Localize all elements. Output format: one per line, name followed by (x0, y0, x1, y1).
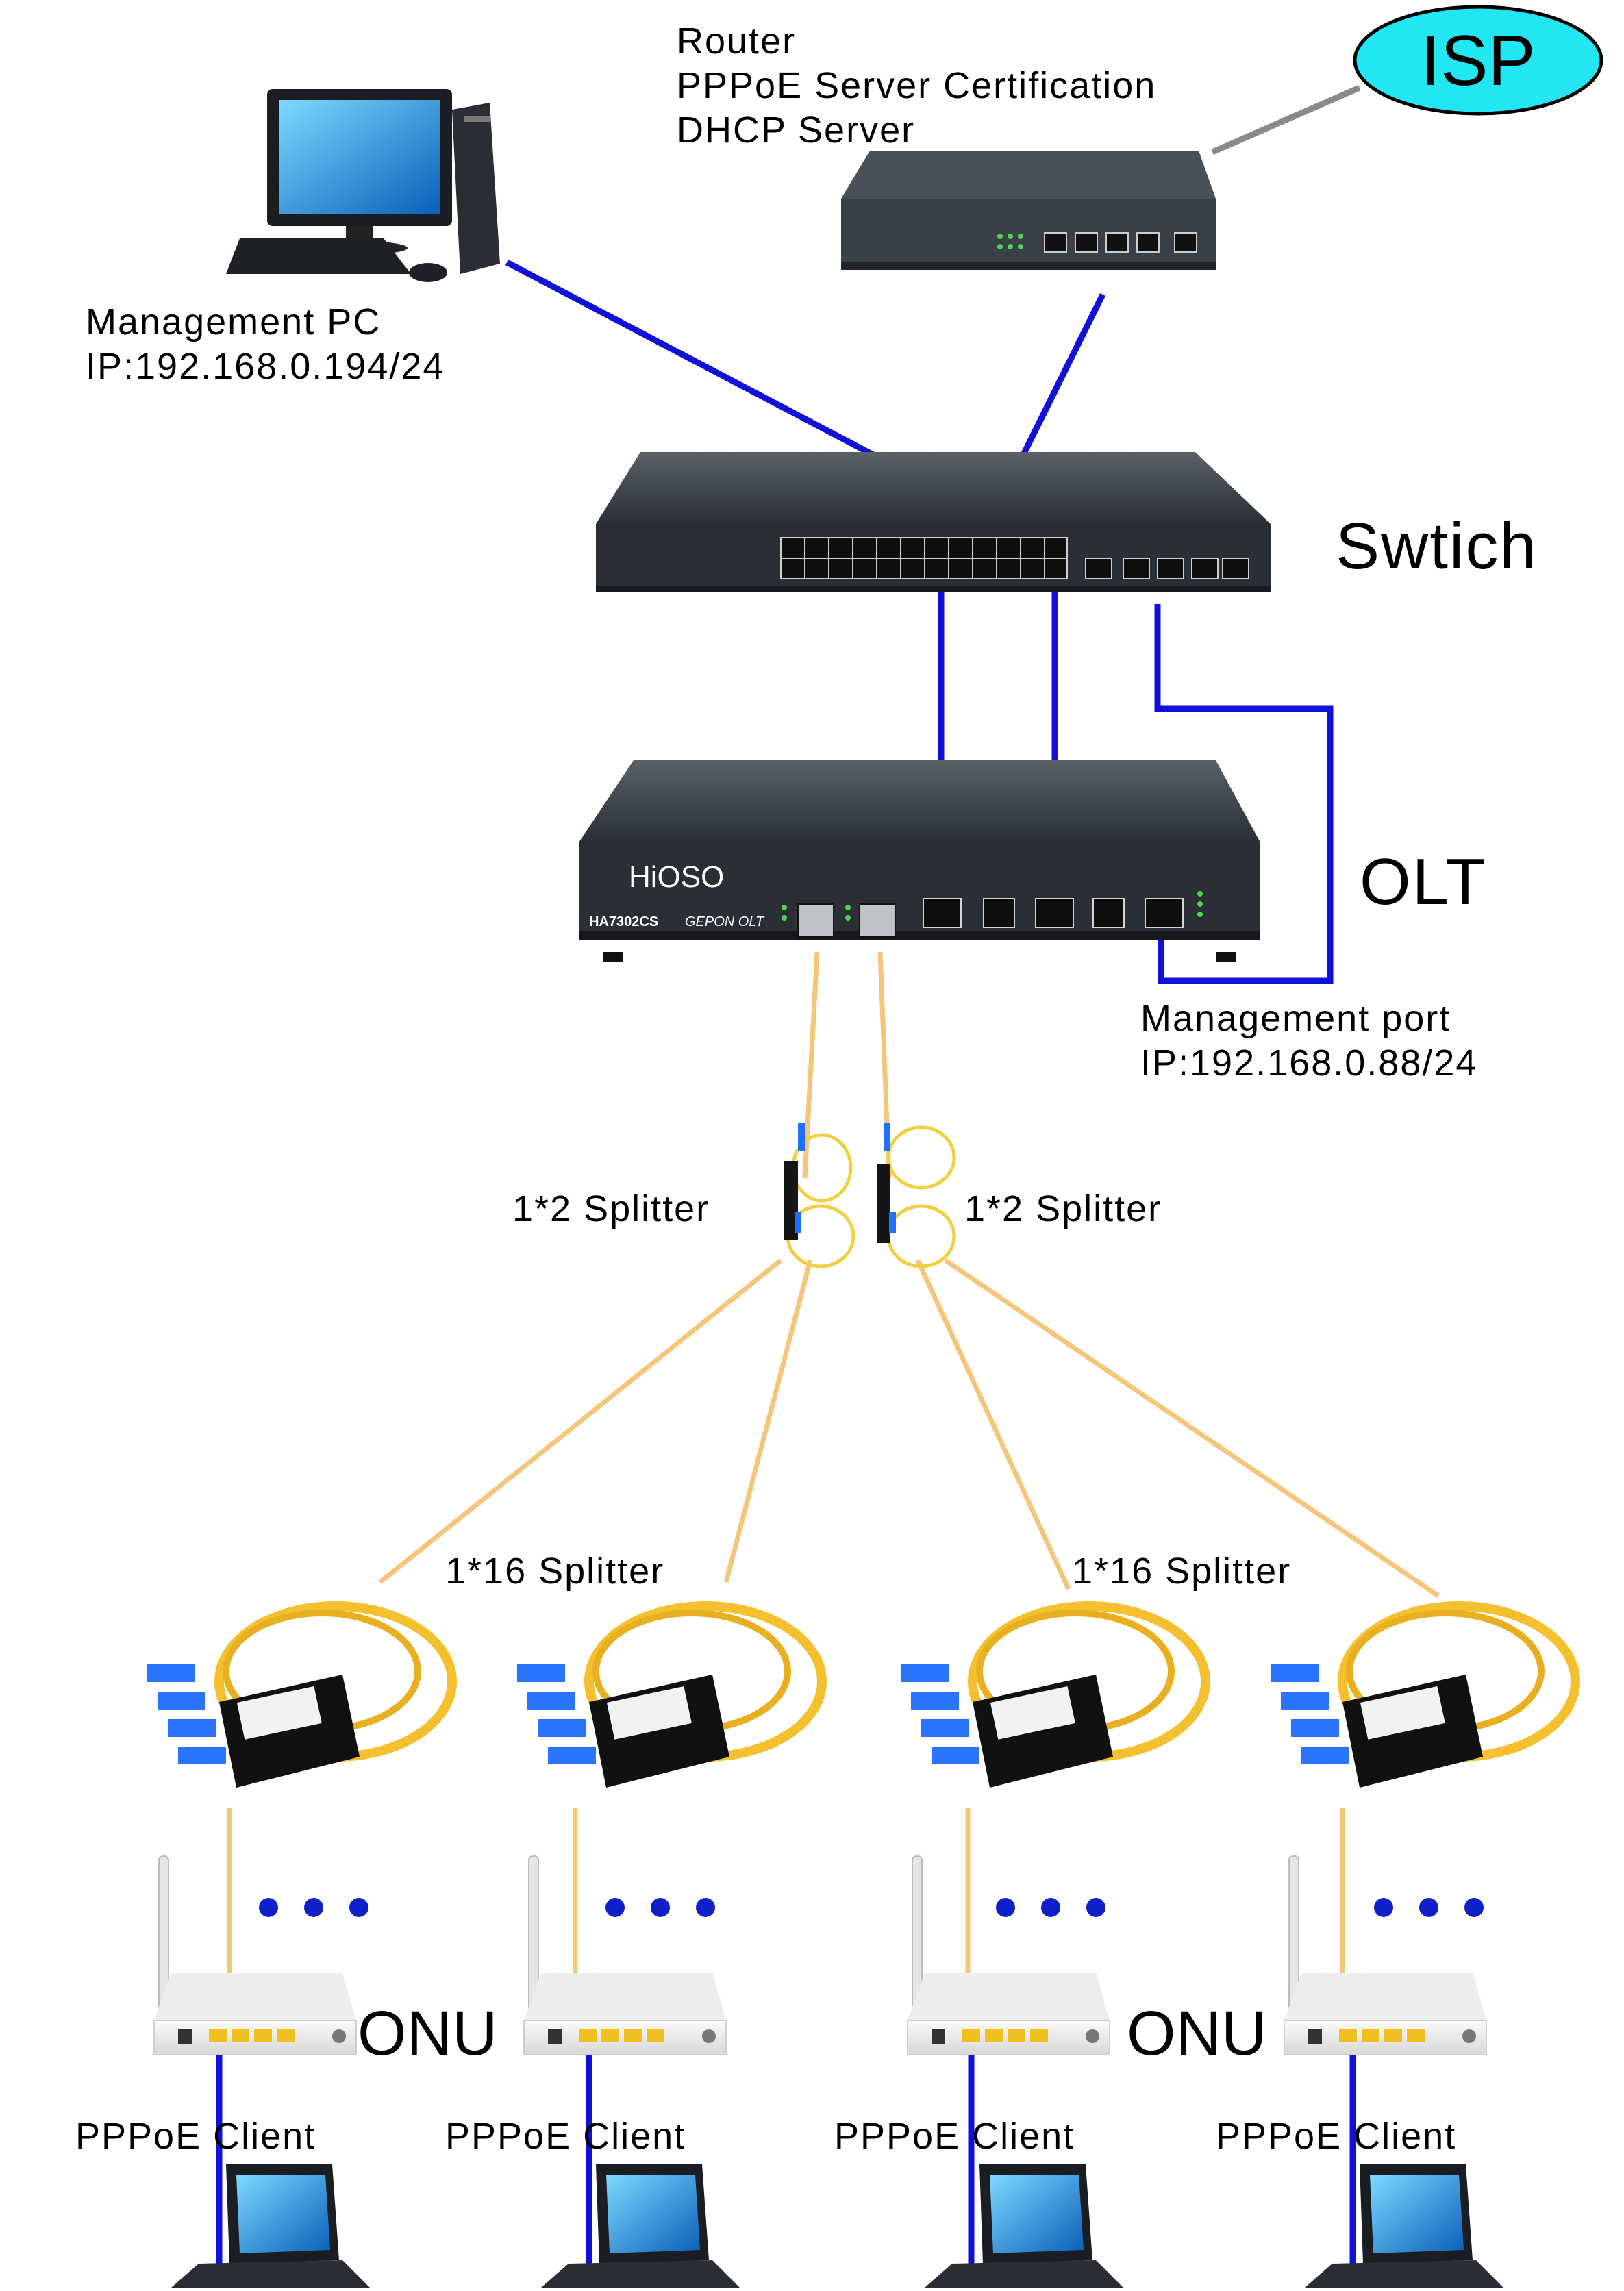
management-pc-device (226, 89, 500, 282)
router-label-3: DHCP Server (677, 110, 915, 151)
isp-link (1211, 84, 1361, 155)
fiber-cables (227, 951, 1440, 2014)
client-label-1: PPPoE Client (75, 2116, 316, 2157)
client-label-4: PPPoE Client (1216, 2116, 1456, 2157)
olt-model-sub: GEPON OLT (685, 914, 765, 929)
splitter-1x2-label-right: 1*2 Splitter (964, 1188, 1162, 1229)
splitter-1x16-2 (517, 1601, 827, 1788)
pc-label-2: IP:192.168.0.194/24 (86, 346, 445, 387)
router-label-1: Router (677, 21, 796, 62)
splitter-1x16-4 (1271, 1601, 1580, 1788)
router-labels: Router PPPoE Server Certification DHCP S… (677, 21, 1156, 151)
pc-label-1: Management PC (86, 301, 381, 342)
onu-label-left: ONU (358, 1999, 497, 2068)
management-port-labels: Management port IP:192.168.0.88/24 (1140, 998, 1477, 1084)
pc-switch-cable (505, 260, 875, 458)
client-labels: PPPoE Client PPPoE Client PPPoE Client P… (75, 2116, 1456, 2157)
onu-label-right: ONU (1127, 1999, 1266, 2068)
management-pc-labels: Management PC IP:192.168.0.194/24 (86, 301, 445, 387)
onu-device-4 (1284, 1855, 1487, 2055)
splitter-1x2-left (784, 1123, 855, 1268)
router-device (841, 151, 1216, 270)
ethernet-cables (216, 260, 1356, 2267)
olt-label: OLT (1360, 845, 1487, 918)
mgmt-label-2: IP:192.168.0.88/24 (1140, 1042, 1477, 1084)
laptop-1 (171, 2164, 370, 2288)
onu-device-2 (523, 1855, 727, 2055)
laptop-3 (925, 2164, 1123, 2288)
olt-brand: HiOSO (629, 860, 724, 894)
olt-device: HiOSO HA7302CS GEPON OLT (579, 760, 1260, 962)
splitter-1x2-label-left: 1*2 Splitter (512, 1188, 710, 1229)
onu-device-1 (153, 1855, 357, 2055)
splitter-1x16-3 (901, 1601, 1210, 1788)
isp-cloud: ISP (1353, 5, 1603, 116)
more-onus-dots (259, 1898, 1484, 1917)
laptop-4 (1305, 2164, 1503, 2288)
switch-device (596, 452, 1271, 592)
onu-device-3 (907, 1855, 1110, 2055)
switch-label: Swtich (1336, 510, 1538, 583)
splitter-1x16-label-right: 1*16 Splitter (1072, 1551, 1291, 1592)
isp-label: ISP (1421, 21, 1536, 101)
router-switch-cable (1017, 293, 1106, 462)
client-label-2: PPPoE Client (445, 2116, 686, 2157)
mgmt-label-1: Management port (1140, 998, 1451, 1039)
splitter-1x2-right (877, 1123, 956, 1268)
router-label-2: PPPoE Server Certification (677, 65, 1156, 106)
splitter-1x16-label-left: 1*16 Splitter (445, 1551, 664, 1592)
splitter-1x16-1 (147, 1601, 457, 1788)
client-label-3: PPPoE Client (834, 2116, 1075, 2157)
mgmt-cable (1154, 604, 1334, 984)
laptop-2 (541, 2164, 740, 2288)
olt-model: HA7302CS (589, 914, 658, 929)
